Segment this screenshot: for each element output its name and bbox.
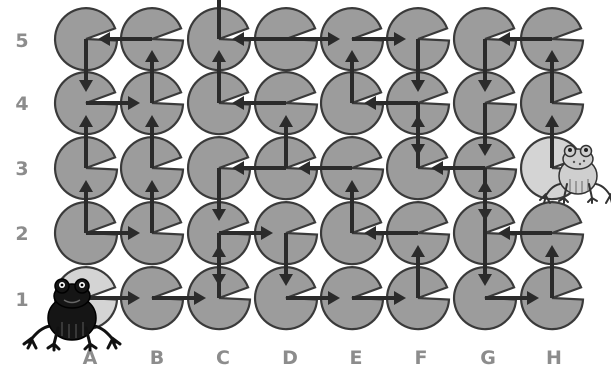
arrow-e3-w — [298, 161, 352, 175]
column-label-b: B — [150, 347, 164, 369]
lily-pad-b2[interactable] — [119, 201, 185, 266]
arrow-g4-s — [478, 103, 492, 156]
lily-pad-c5[interactable] — [186, 7, 252, 72]
arrow-h2-w — [498, 226, 552, 240]
arrow-g2-s — [478, 233, 492, 286]
column-label-e: E — [350, 347, 363, 369]
arrow-g1-e — [485, 291, 539, 305]
arrow-b2-n — [145, 180, 159, 233]
arrow-f4-w — [364, 96, 418, 110]
lily-pad-d3[interactable] — [253, 136, 319, 201]
arrow-g5-s — [478, 39, 492, 92]
arrow-c4-n — [212, 50, 226, 103]
arrow-h3-n — [545, 115, 559, 168]
lily-pad-e2[interactable] — [319, 201, 385, 266]
arrow-g3-s — [478, 168, 492, 221]
arrow-d4-w — [232, 96, 286, 110]
arrow-a5-s — [79, 39, 93, 92]
row-label-3: 3 — [15, 158, 28, 180]
arrow-b1-e — [152, 291, 206, 305]
lily-pad-f2[interactable] — [385, 201, 451, 266]
arrow-a3-n — [79, 115, 93, 168]
arrow-c2-s — [212, 233, 226, 286]
arrow-g3-w — [431, 161, 485, 175]
lily-pad-h1[interactable] — [519, 266, 585, 331]
arrow-f4-s — [411, 103, 425, 156]
arrow-a4-e — [86, 96, 140, 110]
arrow-d1-e — [286, 291, 340, 305]
column-label-f: F — [415, 347, 428, 369]
lily-pad-h2[interactable] — [519, 201, 585, 266]
column-label-a: A — [83, 347, 98, 369]
arrow-h1-n — [545, 245, 559, 298]
arrow-a2-e — [86, 226, 140, 240]
black-frog-icon — [22, 278, 122, 352]
row-labels: 1 2 3 4 5 — [15, 30, 28, 311]
lily-pad-f1[interactable] — [385, 266, 451, 331]
lily-pad-a3[interactable] — [53, 136, 119, 201]
row-label-5: 5 — [15, 30, 28, 52]
arrow-c5-n — [217, 0, 221, 39]
lily-pad-e3[interactable] — [319, 136, 385, 201]
move-arrows — [79, 0, 559, 305]
white-frog-icon — [539, 144, 611, 204]
arrow-e5-e — [352, 32, 406, 46]
arrow-f1-n — [411, 245, 425, 298]
row-label-4: 4 — [15, 93, 28, 115]
lily-pad-b4[interactable] — [119, 71, 185, 136]
column-label-c: C — [216, 347, 230, 369]
arrow-b3-n — [145, 115, 159, 168]
arrow-d5-w — [232, 32, 286, 46]
lily-pad-c4[interactable] — [186, 71, 252, 136]
lily-pad-c1[interactable] — [186, 266, 252, 331]
arrow-e1-e — [352, 291, 406, 305]
column-labels: A B C D E F G H — [83, 347, 562, 369]
arrow-a2-n — [79, 180, 93, 233]
arrow-f5-s — [411, 39, 425, 92]
column-label-g: G — [480, 347, 496, 369]
lily-pad-b5[interactable] — [119, 7, 185, 72]
arrow-c2-e — [219, 226, 273, 240]
frogs — [22, 144, 611, 352]
column-label-d: D — [282, 347, 298, 369]
arrow-d3-w — [232, 161, 286, 175]
lily-pad-h4[interactable] — [519, 71, 585, 136]
arrow-c3-s — [212, 168, 226, 221]
row-label-2: 2 — [15, 223, 28, 245]
lily-pad-h5[interactable] — [519, 7, 585, 72]
arrow-h4-n — [545, 50, 559, 103]
arrow-e4-n — [345, 50, 359, 103]
column-label-h: H — [546, 347, 562, 369]
arrow-b5-w — [98, 32, 152, 46]
arrow-f2-w — [364, 226, 418, 240]
lily-pad-f3[interactable] — [385, 136, 451, 201]
arrow-d5-e — [286, 32, 340, 46]
arrow-h5-w — [498, 32, 552, 46]
arrow-a1-e — [86, 291, 140, 305]
lily-pad-e4[interactable] — [319, 71, 385, 136]
lily-pad-b3[interactable] — [119, 136, 185, 201]
arrow-b4-n — [145, 50, 159, 103]
arrow-d2-s — [279, 233, 293, 286]
lily-pad-d4[interactable] — [253, 71, 319, 136]
arrow-e2-n — [345, 180, 359, 233]
arrow-d3-n — [279, 115, 293, 168]
row-label-1: 1 — [15, 289, 28, 311]
